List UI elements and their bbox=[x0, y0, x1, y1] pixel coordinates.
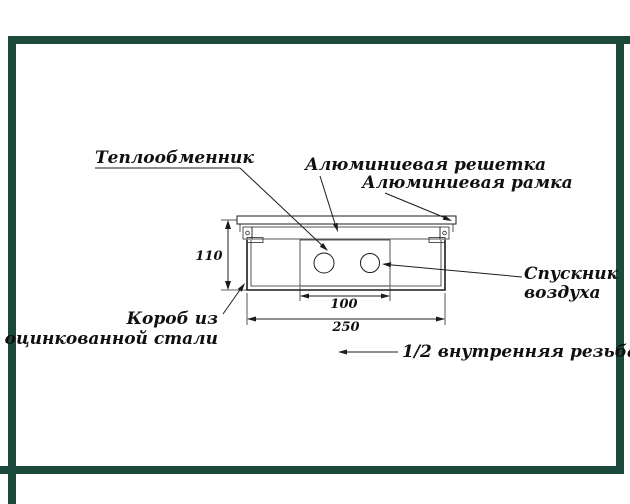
label-steel-box-line2: оцинкованной стали bbox=[5, 329, 218, 349]
label-aluminum-grille: Алюминиевая решетка bbox=[303, 155, 546, 175]
dimension-height: 110 bbox=[195, 219, 247, 291]
aluminum-grille-shape bbox=[242, 226, 450, 240]
steel-box-shape bbox=[246, 237, 446, 291]
dimension-body-width: 250 bbox=[246, 293, 446, 335]
callout-air-vent: Спускник воздуха bbox=[382, 262, 619, 303]
label-heat-exchanger: Теплообменник bbox=[95, 148, 254, 168]
frame-border-right bbox=[616, 42, 624, 474]
dim-height-value: 110 bbox=[195, 249, 222, 264]
callout-heat-exchanger: Теплообменник bbox=[95, 148, 328, 251]
callout-aluminum-grille: Алюминиевая решетка bbox=[303, 155, 546, 232]
dim-exchanger-width-value: 100 bbox=[330, 297, 357, 312]
heat-exchanger-shape bbox=[299, 239, 391, 287]
aluminum-frame-shape bbox=[236, 215, 457, 232]
callout-aluminum-frame: Алюминиевая рамка bbox=[360, 173, 573, 221]
frame-border-left bbox=[8, 36, 16, 504]
label-aluminum-frame: Алюминиевая рамка bbox=[360, 173, 573, 193]
callout-steel-box: Короб из оцинкованной стали bbox=[5, 283, 245, 349]
dimension-exchanger-width: 100 bbox=[299, 287, 391, 312]
label-air-vent-line1: Спускник bbox=[524, 264, 619, 284]
label-air-vent-line2: воздуха bbox=[524, 283, 601, 303]
label-steel-box-line1: Короб из bbox=[126, 309, 219, 329]
dim-body-width-value: 250 bbox=[331, 320, 359, 335]
pipe-left bbox=[313, 252, 335, 274]
frame-border-bottom bbox=[0, 466, 620, 474]
callout-internal-thread: 1/2 внутренняя резьба bbox=[338, 342, 630, 362]
pipe-right bbox=[360, 253, 380, 273]
label-internal-thread: 1/2 внутренняя резьба bbox=[402, 342, 630, 362]
frame-border-top bbox=[10, 36, 630, 44]
